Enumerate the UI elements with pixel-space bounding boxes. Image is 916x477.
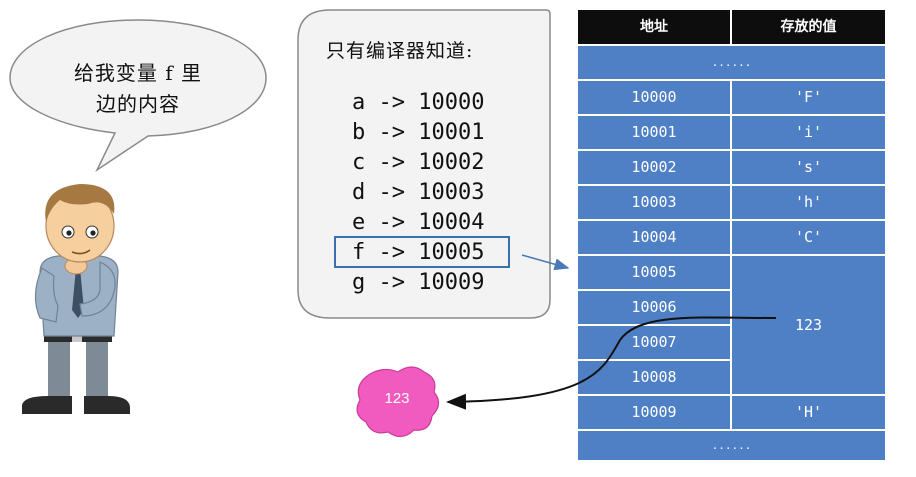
address-cell: 10006 xyxy=(578,291,730,324)
pointer-arrow xyxy=(521,254,570,271)
merged-value-cell: 123 xyxy=(732,256,885,394)
mapping-row-f: f -> 10005 xyxy=(352,240,485,265)
address-cell: 10004 xyxy=(578,221,730,254)
speech-bubble xyxy=(9,19,267,173)
address-cell: 10003 xyxy=(578,186,730,219)
value-cell: 'h' xyxy=(732,186,885,219)
speech-line-2: 边的内容 xyxy=(96,92,180,116)
ellipsis-top: ...... xyxy=(578,46,885,79)
mapping-row-a: a -> 10000 xyxy=(352,90,485,115)
value-cell: 's' xyxy=(732,151,885,184)
speech-line-1: 给我变量 f 里 xyxy=(73,61,203,85)
result-label: 123 xyxy=(384,390,410,407)
mapping-row-c: c -> 10002 xyxy=(352,150,485,175)
address-cell: 10002 xyxy=(578,151,730,184)
address-cell: 10001 xyxy=(578,116,730,149)
character-scene xyxy=(9,19,267,414)
address-cell: 10005 xyxy=(578,256,730,289)
address-cell: 10009 xyxy=(578,396,730,429)
value-cell: 'C' xyxy=(732,221,885,254)
header-address: 地址 xyxy=(578,10,730,44)
address-cell: 10007 xyxy=(578,326,730,359)
value-cell: 'i' xyxy=(732,116,885,149)
mapping-row-b: b -> 10001 xyxy=(352,120,485,145)
address-cell: 10000 xyxy=(578,81,730,114)
compiler-title: 只有编译器知道: xyxy=(326,40,474,62)
mapping-row-g: g -> 10009 xyxy=(352,270,485,295)
header-value: 存放的值 xyxy=(732,10,885,44)
value-arrow xyxy=(446,316,777,410)
thinking-man-icon xyxy=(22,184,130,414)
value-cell: 'F' xyxy=(732,81,885,114)
result-blob xyxy=(356,366,440,438)
ellipsis-bottom: ...... xyxy=(578,431,885,460)
mapping-row-e: e -> 10004 xyxy=(352,210,485,235)
highlight-box xyxy=(334,236,510,268)
mapping-row-d: d -> 10003 xyxy=(352,180,485,205)
memory-table: 地址 存放的值 ...... 10000 'F' 10001 'i' 10002… xyxy=(578,10,885,460)
speech-text: 给我变量 f 里 边的内容 xyxy=(38,58,238,120)
value-cell: 'H' xyxy=(732,396,885,429)
